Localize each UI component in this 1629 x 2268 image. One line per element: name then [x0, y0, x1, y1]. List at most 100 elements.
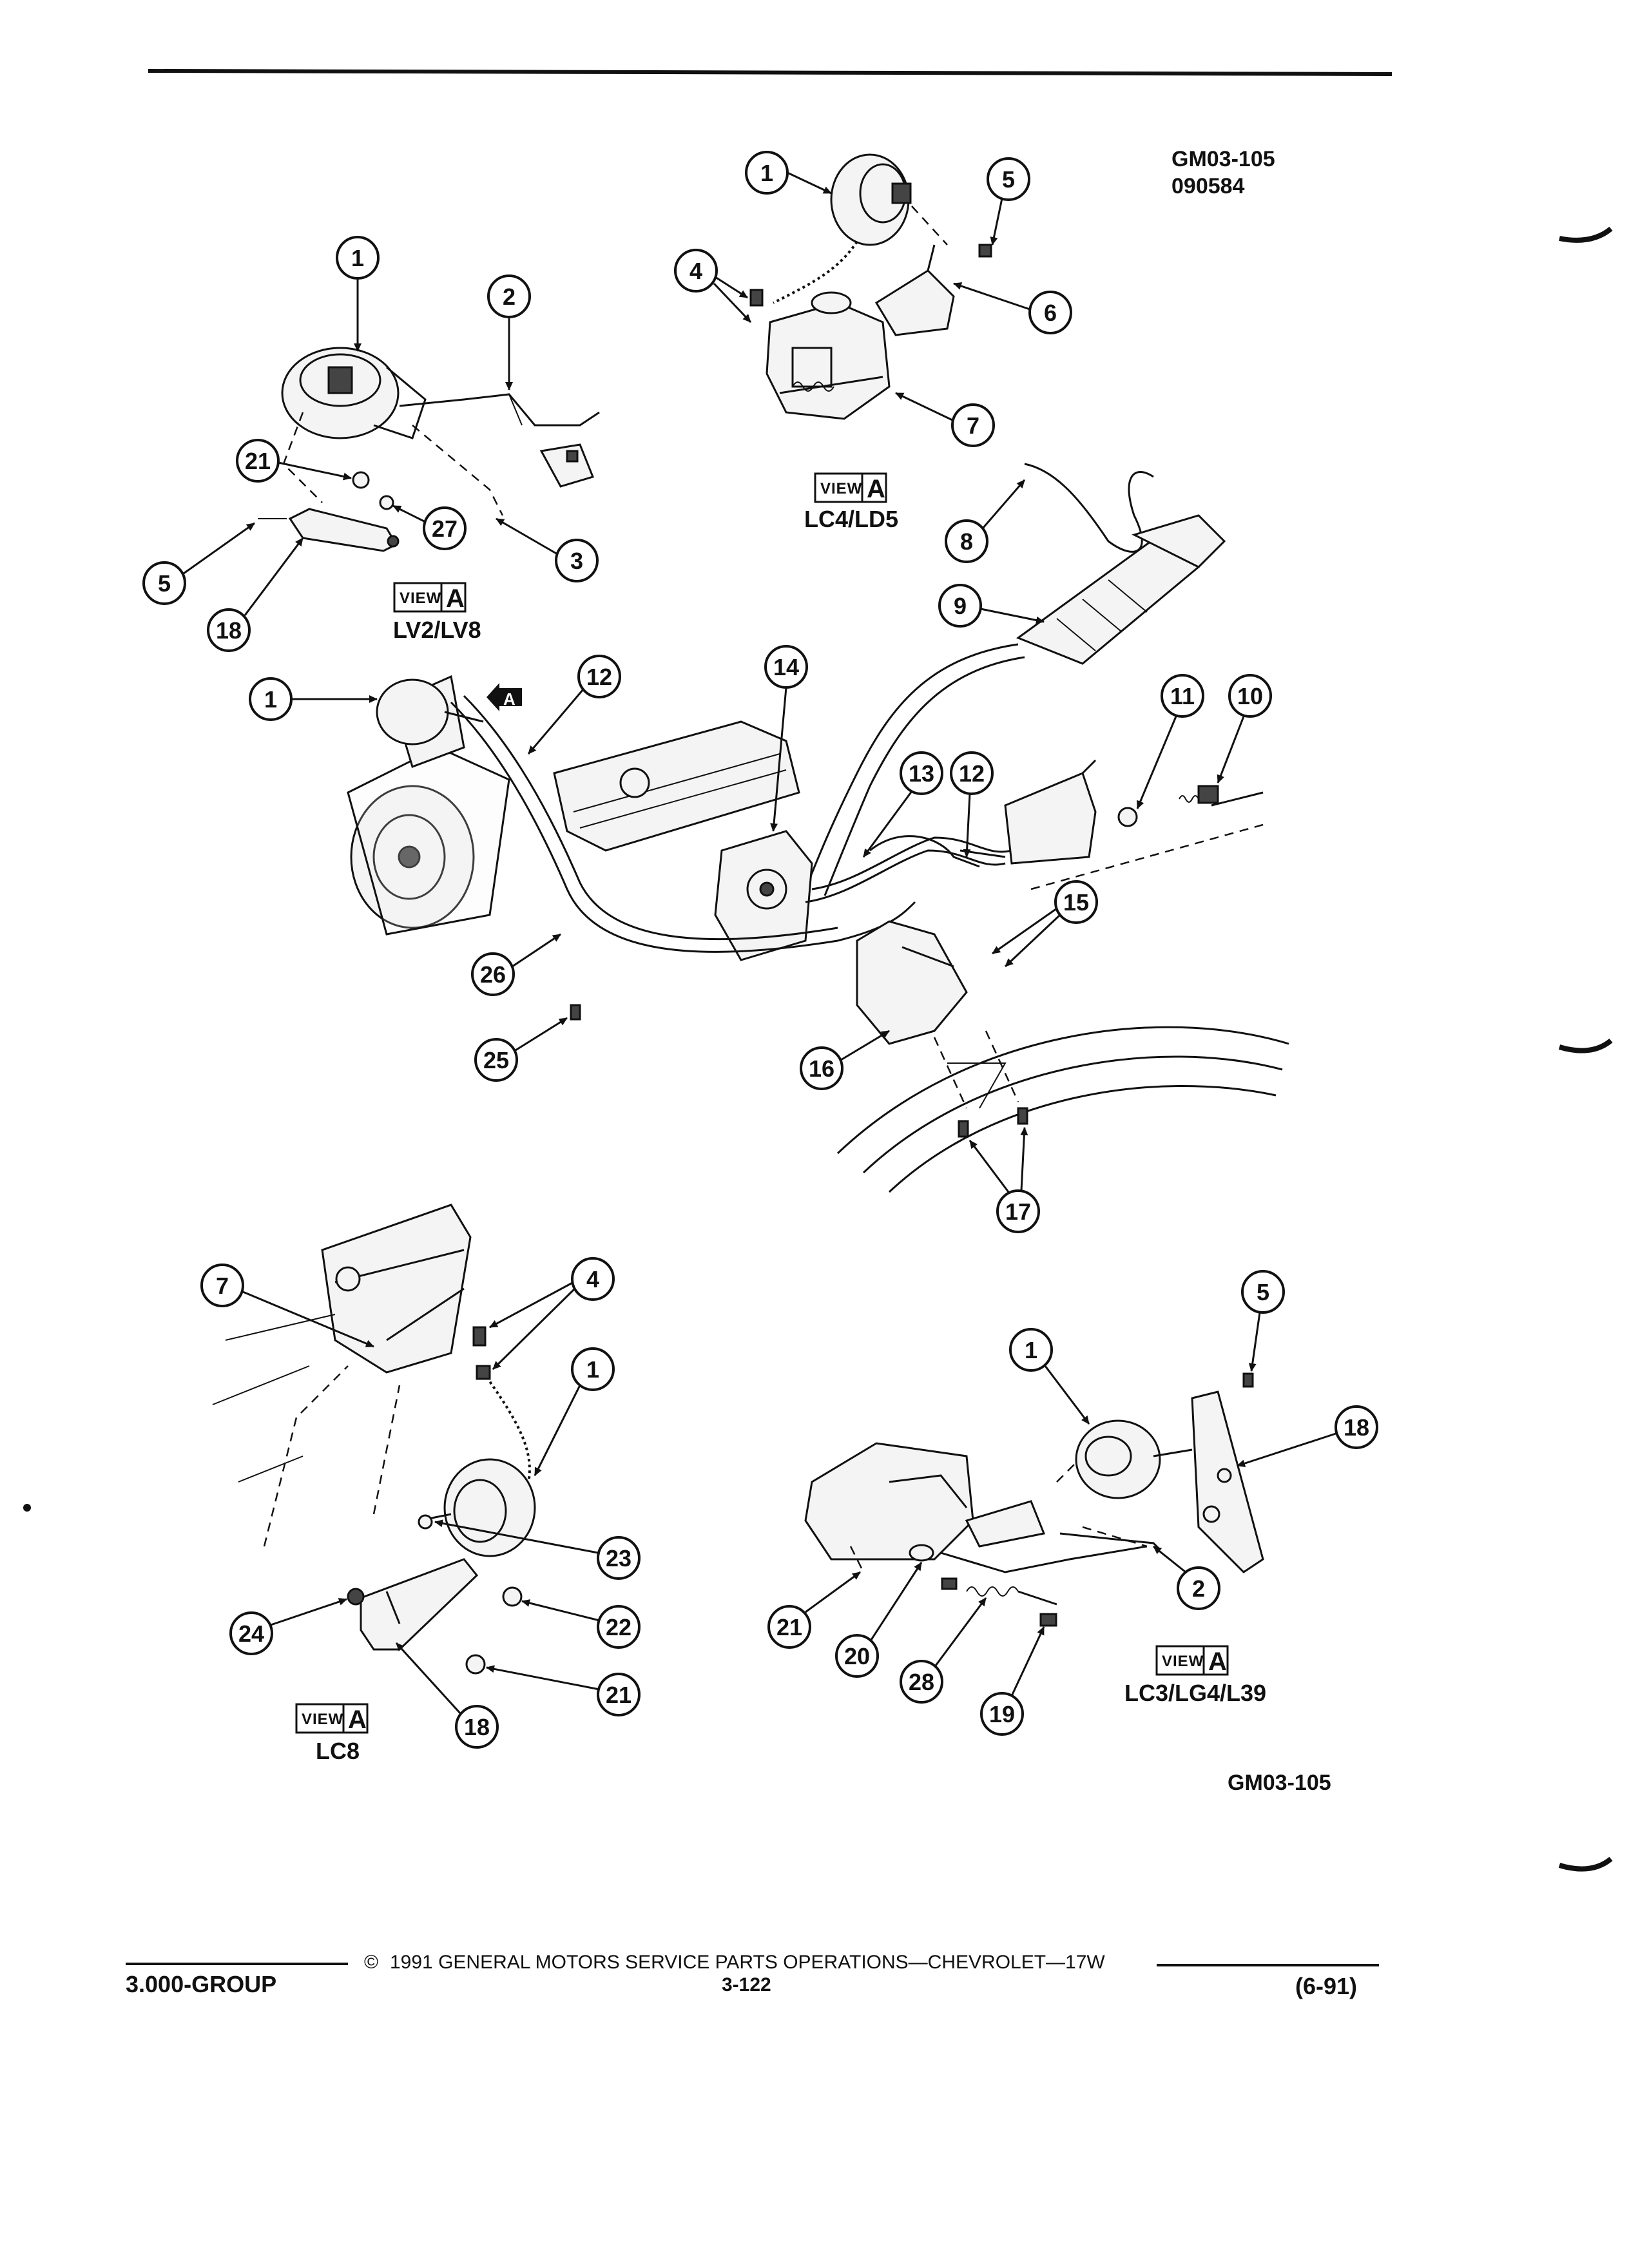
- binding-mark: [1558, 1038, 1613, 1053]
- top-rule: [148, 69, 1393, 76]
- callout-lv2-18: 18: [207, 608, 251, 652]
- page-number: 3-122: [722, 1974, 771, 1995]
- bracket-18-lv2: [288, 508, 398, 552]
- engine-label-lc3: LC3/LG4/L39: [1124, 1680, 1266, 1706]
- callout-lc4-6: 6: [1028, 291, 1072, 334]
- callout-main-12a: 12: [577, 655, 621, 698]
- view-lc8: 7 4 1 23 22 24 21 18 VIEW A LC8: [200, 1204, 641, 1764]
- callout-lc8-18: 18: [455, 1705, 499, 1749]
- view-lc4-ld5: 1 5 4 6 7 VIEW A LC4/LD5: [674, 151, 1072, 532]
- callout-main-16: 16: [800, 1046, 843, 1090]
- svg-text:VIEW: VIEW: [302, 1711, 343, 1728]
- switch-10: [1179, 785, 1219, 804]
- svg-text:5: 5: [1002, 166, 1015, 193]
- svg-text:2: 2: [503, 284, 516, 310]
- binding-mark: [1559, 226, 1613, 243]
- vacuum-actuator-lc3: [1075, 1419, 1193, 1499]
- engine-label-lv2: LV2/LV8: [393, 617, 481, 643]
- callout-lc3-28: 28: [900, 1660, 943, 1704]
- svg-text:18: 18: [464, 1714, 490, 1740]
- svg-text:9: 9: [954, 593, 967, 619]
- stud-20: [909, 1544, 958, 1590]
- callout-lc8-7: 7: [200, 1264, 244, 1307]
- svg-text:11: 11: [1170, 683, 1195, 709]
- group-label: 3.000-GROUP: [126, 1971, 276, 1997]
- callout-lc4-1: 1: [745, 151, 789, 195]
- svg-text:A: A: [1208, 1648, 1227, 1676]
- svg-text:6: 6: [1044, 300, 1057, 326]
- svg-text:18: 18: [1344, 1414, 1369, 1441]
- vacuum-actuator-lv2: [281, 347, 427, 439]
- vacuum-actuator-lc8: [418, 1458, 536, 1557]
- callout-lc8-24: 24: [229, 1611, 273, 1655]
- footer: © 1991 GENERAL MOTORS SERVICE PARTS OPER…: [126, 1952, 1379, 1999]
- svg-text:12: 12: [586, 664, 612, 690]
- bracket-lv2: [539, 443, 595, 488]
- svg-text:25: 25: [483, 1047, 509, 1073]
- svg-text:14: 14: [773, 654, 799, 680]
- svg-text:21: 21: [776, 1614, 802, 1640]
- callout-lc3-21: 21: [767, 1605, 811, 1649]
- diagram-code-top: GM03-105: [1171, 147, 1275, 171]
- svg-text:2: 2: [1192, 1575, 1205, 1602]
- callout-lv2-5: 5: [142, 561, 186, 605]
- svg-text:VIEW: VIEW: [400, 590, 441, 607]
- bead-chain-lc8: [482, 1371, 531, 1483]
- callout-lc4-9: 9: [938, 584, 982, 628]
- view-a-box-lc3: VIEW A: [1155, 1645, 1229, 1676]
- callout-main-17: 17: [996, 1189, 1040, 1233]
- svg-text:21: 21: [606, 1682, 631, 1708]
- svg-text:23: 23: [606, 1545, 631, 1571]
- svg-text:10: 10: [1237, 683, 1263, 709]
- valve-cover: [553, 720, 800, 852]
- spring-lc4: [792, 381, 834, 392]
- callout-main-12b: 12: [950, 751, 994, 795]
- view-a-box-lv2: VIEW A: [393, 582, 467, 613]
- view-a-box-lc4: VIEW A: [814, 472, 887, 503]
- svg-text:27: 27: [432, 515, 458, 542]
- cable-8: [1024, 463, 1154, 553]
- svg-text:18: 18: [216, 617, 242, 644]
- carburetor-lc3: [804, 1442, 1046, 1561]
- view-lv2-lv8: 1 2 21 27 3 5 18 VIEW A LV2/LV8: [142, 236, 600, 652]
- harness-main: [804, 643, 1019, 890]
- engine-label-lc8: LC8: [316, 1738, 360, 1764]
- callout-main-1: 1: [249, 677, 293, 721]
- binding-mark: [1558, 1856, 1613, 1872]
- svg-text:17: 17: [1005, 1198, 1031, 1225]
- svg-text:8: 8: [960, 528, 973, 555]
- svg-text:3: 3: [570, 548, 583, 574]
- bracket-18-lc8: [360, 1558, 479, 1651]
- cable-lv2: [399, 393, 600, 427]
- callout-lc4-8: 8: [945, 519, 988, 563]
- view-lc3-lg4-l39: 5 1 18 2 21 20 28 19 VIEW A LC3/LG4/L39: [767, 1270, 1378, 1736]
- svg-text:24: 24: [238, 1620, 264, 1647]
- view-a-marker: A: [487, 683, 522, 711]
- clip-19: [1039, 1613, 1057, 1627]
- callout-lc3-19: 19: [980, 1692, 1024, 1736]
- callout-lv2-21: 21: [236, 439, 280, 483]
- bolt-17b: [1017, 1107, 1028, 1125]
- svg-text:7: 7: [216, 1273, 229, 1299]
- callout-main-15: 15: [1054, 880, 1098, 924]
- callout-lc8-22: 22: [597, 1605, 641, 1649]
- bolt-17a: [958, 1120, 969, 1138]
- callout-lc8-4: 4: [571, 1257, 615, 1301]
- nut-24: [347, 1588, 365, 1606]
- callout-lc4-7: 7: [951, 403, 995, 447]
- callout-lc3-5: 5: [1241, 1270, 1285, 1314]
- svg-text:A: A: [503, 689, 516, 709]
- svg-text:4: 4: [586, 1266, 599, 1293]
- throttle-body: [714, 830, 813, 961]
- callout-main-13: 13: [900, 751, 943, 795]
- svg-text:19: 19: [989, 1701, 1015, 1727]
- svg-text:16: 16: [809, 1055, 834, 1082]
- callout-lc8-23: 23: [597, 1536, 641, 1580]
- shroud-16: [856, 920, 968, 1045]
- callout-lc3-2: 2: [1177, 1566, 1220, 1610]
- callout-lc3-20: 20: [835, 1634, 879, 1678]
- mount-bracket: [1004, 759, 1097, 865]
- callout-lv2-2: 2: [487, 274, 531, 318]
- scan-speck: [23, 1504, 31, 1512]
- svg-text:5: 5: [158, 570, 171, 597]
